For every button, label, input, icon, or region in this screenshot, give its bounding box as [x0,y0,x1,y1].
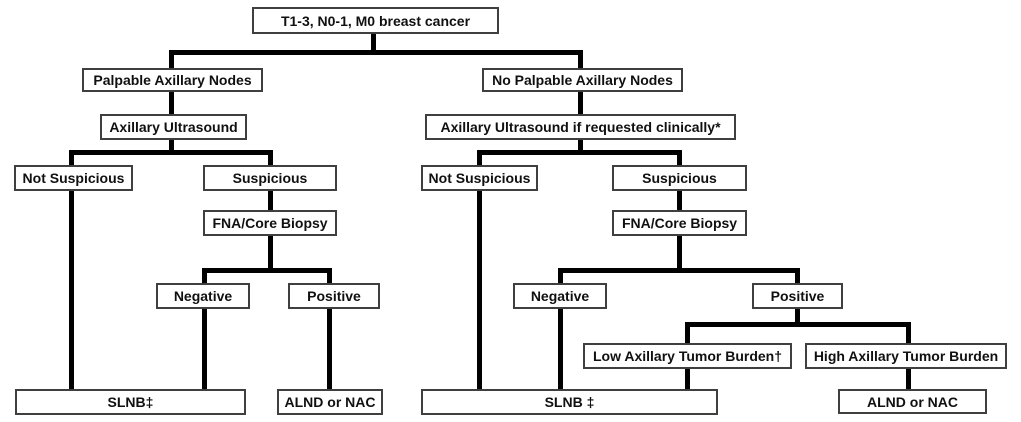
node-root-breast-cancer: T1-3, N0-1, M0 breast cancer [252,7,499,34]
connector-right-split-horizontal [477,150,682,155]
connector-drop-low-burden [685,322,690,344]
connector-left-drop-negative [202,268,207,284]
node-high-axillary-tumor-burden: High Axillary Tumor Burden [805,343,1007,369]
node-positive-left: Positive [288,283,380,309]
connector-high-burden-to-alnd [906,368,911,390]
connector-right-biopsy-split-horizontal [558,268,800,273]
node-suspicious-left: Suspicious [203,165,337,191]
connector-left-drop-notsuspicious [69,150,74,166]
node-alnd-or-nac-left: ALND or NAC [277,389,383,415]
connector-root-stem [371,33,376,55]
node-negative-right: Negative [513,283,607,309]
node-alnd-or-nac-right: ALND or NAC [838,389,987,414]
node-slnb-left: SLNB‡ [15,389,246,415]
connector-low-burden-to-slnb [685,368,690,390]
connector-notsuspicious-left-to-slnb [69,190,74,390]
connector-nopalpable-to-ultrasound [578,91,583,115]
connector-right-drop-notsuspicious [477,150,482,166]
connector-left-drop-suspicious [268,150,273,166]
connector-drop-high-burden [906,322,911,344]
connector-suspicious-left-to-fna [268,190,273,211]
connector-burden-split-horizontal [685,322,911,327]
connector-ultrasound-right-stem [578,140,583,155]
connector-top-left-drop [169,50,174,69]
connector-right-drop-positive [795,268,800,284]
node-axillary-ultrasound-left: Axillary Ultrasound [100,114,247,140]
connector-top-right-drop [578,50,583,69]
node-axillary-ultrasound-right: Axillary Ultrasound if requested clinica… [425,114,736,140]
connector-top-split-horizontal [169,50,583,55]
connector-negative-right-to-slnb [558,308,563,390]
connector-ultrasound-left-stem [169,140,174,155]
connector-negative-left-to-slnb [202,308,207,390]
connector-positive-left-to-alnd [327,308,332,390]
connector-left-biopsy-split-horizontal [202,268,332,273]
connector-palpable-to-ultrasound [169,91,174,115]
node-palpable-axillary-nodes: Palpable Axillary Nodes [82,68,263,92]
connector-left-split-horizontal [69,150,273,155]
node-not-suspicious-right: Not Suspicious [421,165,538,191]
connector-fna-left-stem [268,236,273,273]
connector-right-drop-suspicious [677,150,682,166]
connector-right-drop-negative [558,268,563,284]
connector-notsuspicious-right-to-slnb [477,190,482,390]
node-low-axillary-tumor-burden: Low Axillary Tumor Burden† [583,343,792,369]
node-not-suspicious-left: Not Suspicious [14,165,133,191]
connector-fna-right-stem [677,236,682,273]
node-fna-core-biopsy-right: FNA/Core Biopsy [612,210,747,236]
connector-suspicious-right-to-fna [677,190,682,211]
node-no-palpable-axillary-nodes: No Palpable Axillary Nodes [482,68,683,92]
node-fna-core-biopsy-left: FNA/Core Biopsy [203,210,337,236]
node-suspicious-right: Suspicious [612,165,747,191]
node-negative-left: Negative [156,283,250,309]
node-positive-right: Positive [752,283,843,309]
connector-left-drop-positive [327,268,332,284]
connector-positive-right-stem [795,308,800,327]
node-slnb-right: SLNB ‡ [421,389,718,415]
